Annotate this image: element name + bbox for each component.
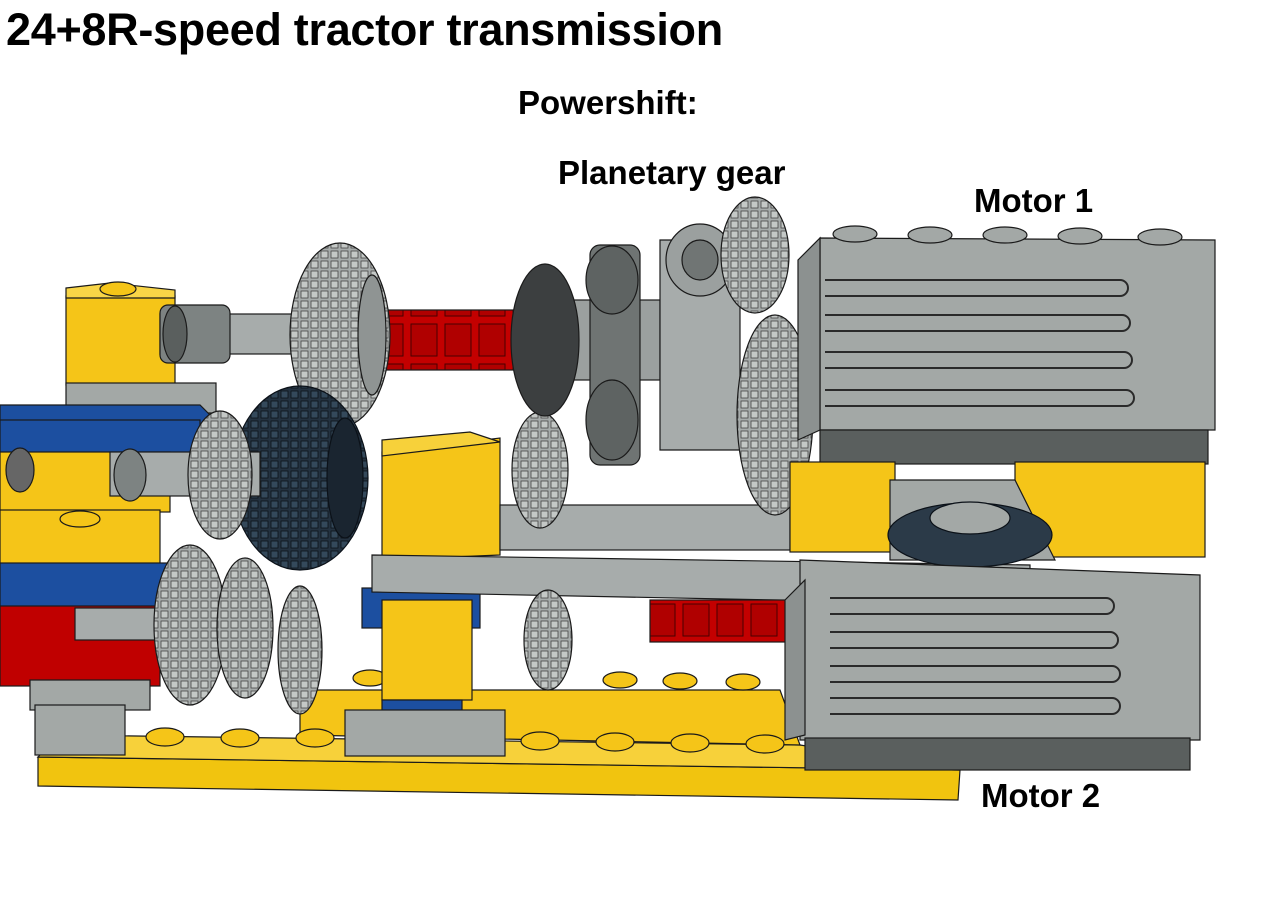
crown-gear-upper — [289, 242, 391, 428]
center-gear-column — [511, 411, 573, 691]
gears-lower-left — [74, 410, 323, 715]
motor-2 — [784, 559, 1201, 771]
page-title: 24+8R-speed tractor transmission — [6, 4, 723, 55]
center-yellow-block — [344, 431, 506, 757]
motor-2-label: Motor 2 — [981, 777, 1101, 814]
upper-shafts — [159, 299, 661, 381]
planetary-gear-label: Planetary gear — [558, 154, 786, 191]
dark-double-gear — [231, 385, 369, 571]
left-brick-stack — [0, 281, 222, 756]
motor-1 — [797, 225, 1216, 465]
turntable-dark — [887, 501, 1053, 568]
powershift-label: Powershift: — [518, 84, 698, 121]
motor-1-label: Motor 1 — [974, 182, 1094, 219]
